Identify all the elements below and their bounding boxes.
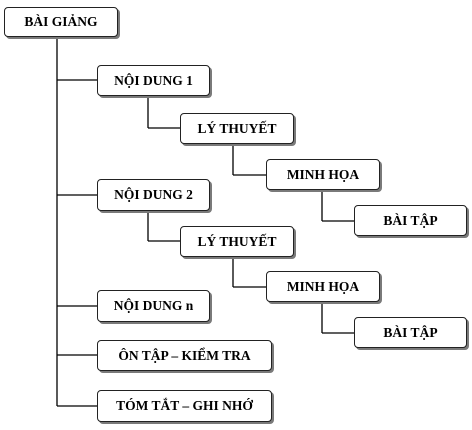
node-noi-dung-n: NỘI DUNG n bbox=[97, 290, 210, 322]
node-minh-hoa-1: MINH HỌA bbox=[266, 159, 380, 190]
node-tom-tat-ghi-nho: TÓM TẮT – GHI NHỚ bbox=[97, 390, 272, 422]
node-minh-hoa-2: MINH HỌA bbox=[266, 271, 380, 302]
node-ly-thuyet-2: LÝ THUYẾT bbox=[180, 226, 294, 257]
node-bai-tap-1: BÀI TẬP bbox=[354, 205, 467, 236]
node-noi-dung-1: NỘI DUNG 1 bbox=[97, 65, 210, 96]
node-bai-tap-2: BÀI TẬP bbox=[354, 317, 467, 348]
node-bai-giang: BÀI GIẢNG bbox=[4, 7, 118, 37]
node-ly-thuyet-1: LÝ THUYẾT bbox=[180, 113, 294, 144]
node-noi-dung-2: NỘI DUNG 2 bbox=[97, 179, 210, 211]
node-on-tap-kiem-tra: ÔN TẬP – KIỂM TRA bbox=[97, 340, 272, 371]
